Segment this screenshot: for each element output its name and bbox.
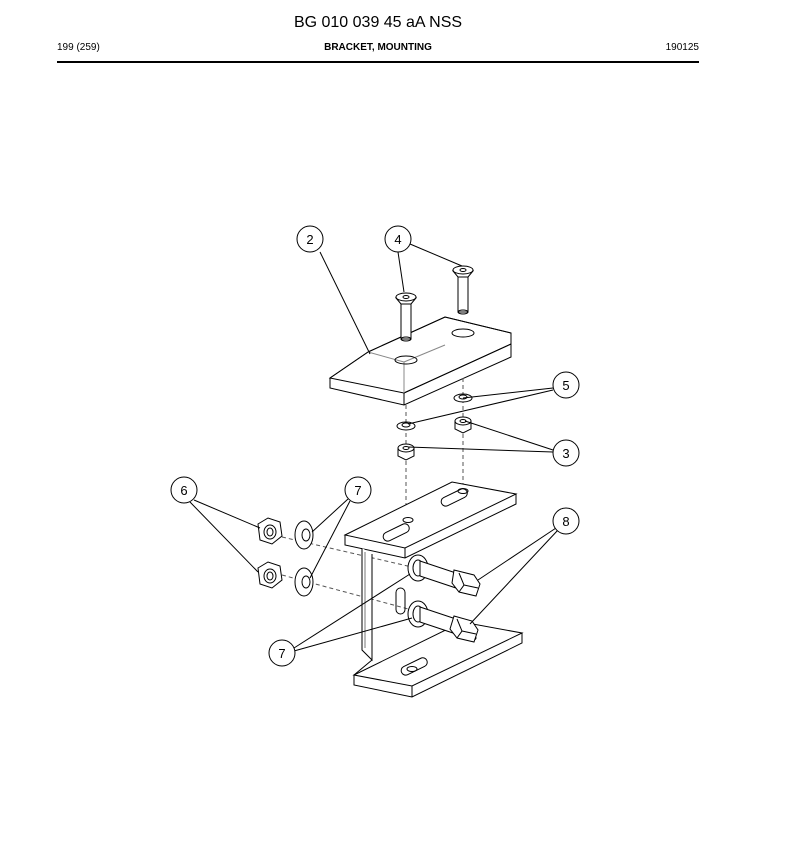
callout-2: 2 — [296, 225, 324, 253]
svg-text:4: 4 — [394, 232, 401, 247]
side-nut-upper — [257, 517, 283, 545]
callout-4: 4 — [384, 225, 412, 253]
callout-3: 3 — [552, 439, 580, 467]
washer-left — [396, 421, 416, 431]
leader-lines — [189, 243, 559, 652]
callout-5: 5 — [552, 371, 580, 399]
document-title: BG 010 039 45 aA NSS — [293, 14, 463, 31]
svg-text:7: 7 — [278, 646, 285, 661]
screw-right — [451, 265, 475, 315]
svg-text:7: 7 — [354, 483, 361, 498]
svg-text:3: 3 — [562, 446, 569, 461]
svg-text:2: 2 — [306, 232, 313, 247]
svg-text:5: 5 — [562, 378, 569, 393]
callout-6: 6 — [170, 476, 198, 504]
callout-7-bottom: 7 — [268, 639, 296, 667]
svg-text:6: 6 — [180, 483, 187, 498]
callout-7-top: 7 — [344, 476, 372, 504]
bolt-upper — [407, 554, 481, 597]
date-code: 190125 — [665, 42, 699, 53]
nut-right — [454, 416, 472, 434]
page-number: 199 (259) — [57, 42, 100, 53]
mounting-bracket — [343, 481, 524, 698]
screw-left — [394, 292, 418, 342]
svg-text:8: 8 — [562, 514, 569, 529]
side-nut-lower — [257, 561, 283, 589]
top-block — [328, 316, 512, 406]
nut-left — [397, 443, 415, 461]
side-washer-upper — [294, 520, 314, 550]
side-washer-lower — [294, 567, 314, 597]
callout-8: 8 — [552, 507, 580, 535]
section-title: BRACKET, MOUNTING — [324, 42, 432, 53]
header-rule — [57, 61, 699, 63]
